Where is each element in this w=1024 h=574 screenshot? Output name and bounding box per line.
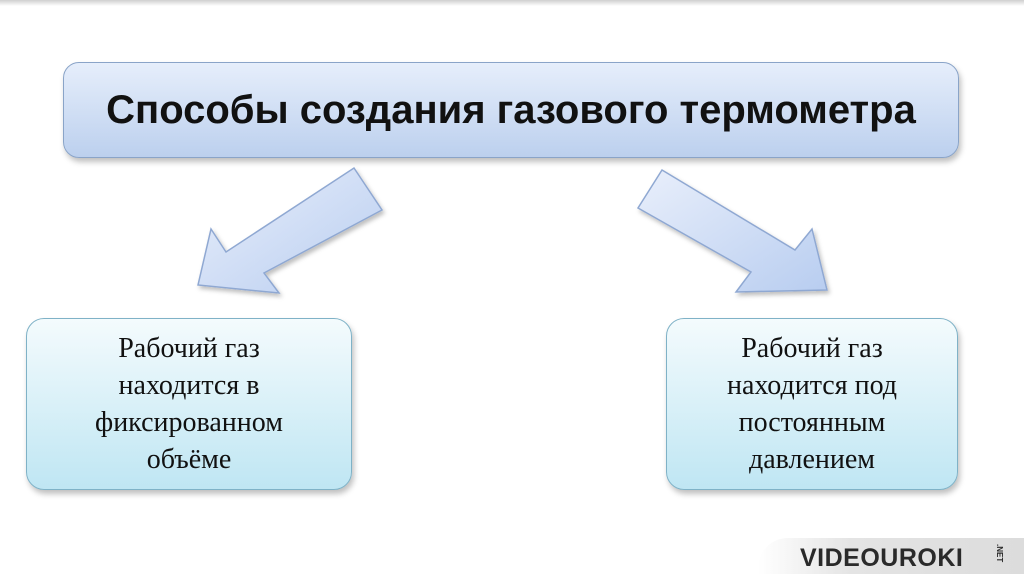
videouroki-logo: VIDEOUROKI .NET: [758, 538, 1024, 574]
method-box-fixed-volume: Рабочий газ находится в фиксированном об…: [26, 318, 352, 490]
logo-text: VIDEOUROKI: [800, 544, 964, 572]
method-box-constant-pressure: Рабочий газ находится под постоянным дав…: [666, 318, 958, 490]
logo-suffix: .NET: [995, 544, 1004, 563]
top-border: [0, 0, 1024, 6]
diagram-title: Способы создания газового термометра: [106, 87, 916, 132]
arrow-right-icon: [636, 168, 828, 293]
method-text-fixed-volume: Рабочий газ находится в фиксированном об…: [95, 333, 283, 475]
method-text-constant-pressure: Рабочий газ находится под постоянным дав…: [726, 333, 898, 475]
title-box: Способы создания газового термометра: [63, 62, 959, 158]
arrow-left-icon: [197, 166, 384, 294]
